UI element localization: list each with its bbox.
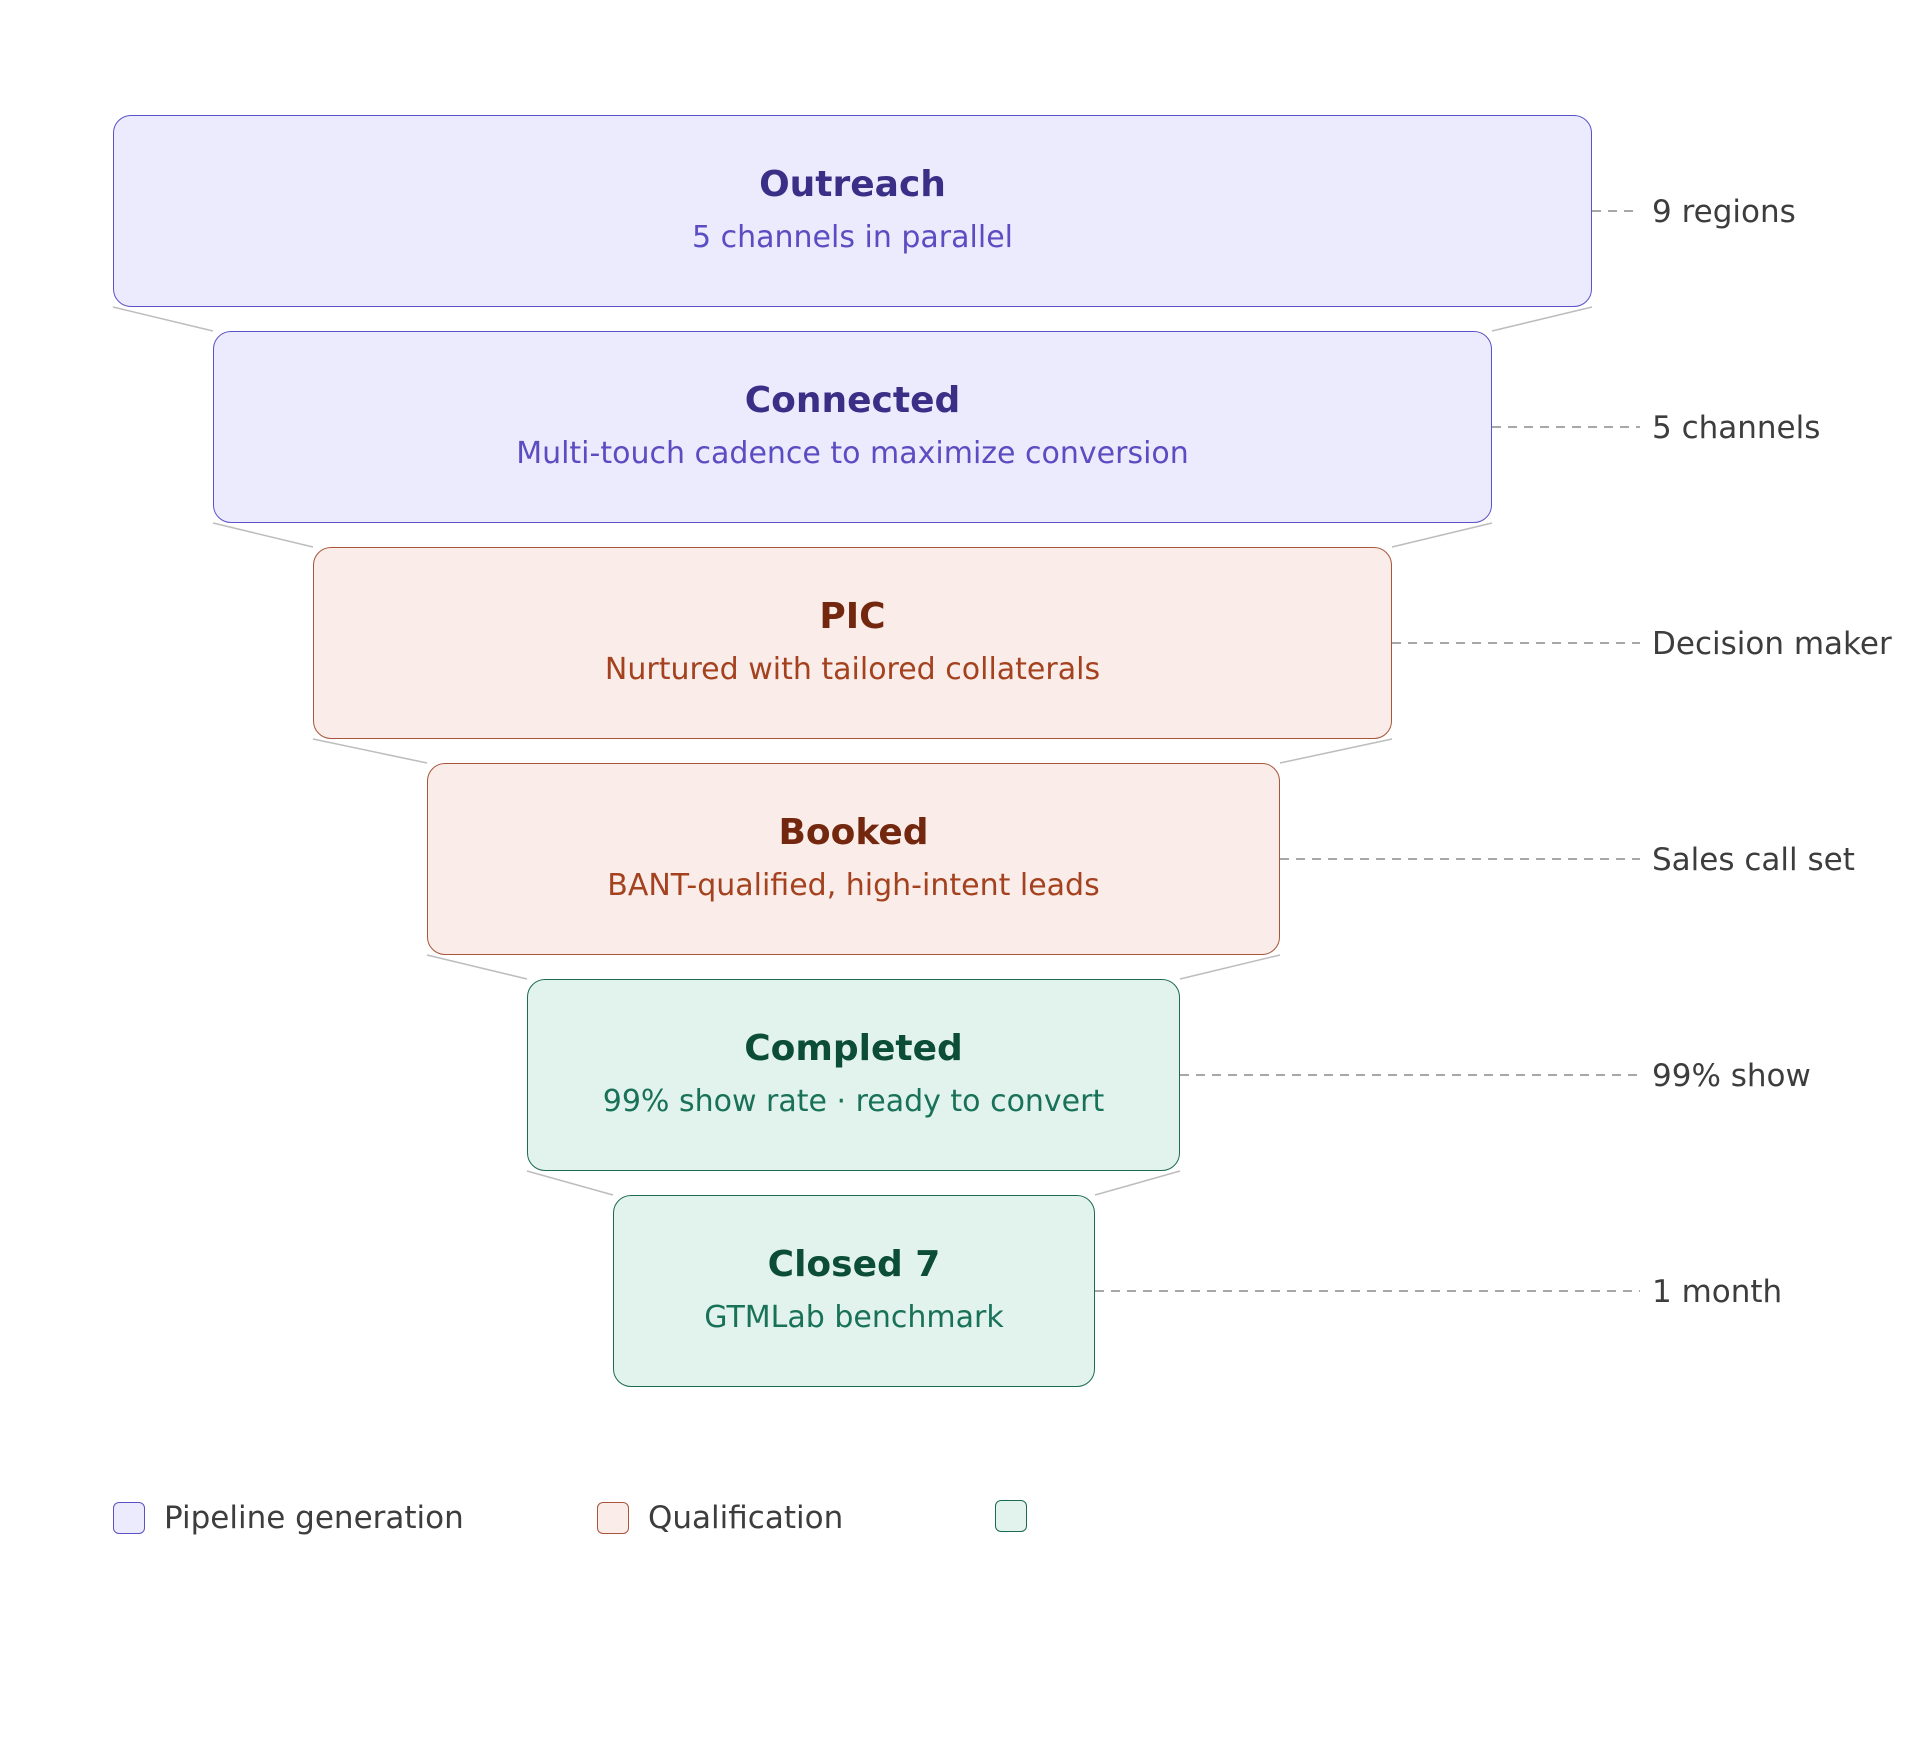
stage-closed: Closed 7 GTMLab benchmark — [613, 1195, 1095, 1387]
stage-title: Closed 7 — [767, 1244, 941, 1285]
legend-item-qualification: Qualification — [597, 1500, 843, 1536]
stage-completed: Completed 99% show rate · ready to conve… — [527, 979, 1180, 1171]
connector-left — [426, 954, 528, 980]
legend-item-close — [995, 1500, 1046, 1532]
legend-item-pipeline: Pipeline generation — [113, 1500, 464, 1536]
stage-title: Completed — [744, 1028, 963, 1069]
annotation-connected: 5 channels — [1652, 410, 1821, 446]
connector-left — [526, 1170, 614, 1196]
stage-title: PIC — [819, 596, 886, 637]
connector-left — [112, 306, 214, 332]
connector-left — [212, 522, 314, 548]
annotation-completed: 99% show — [1652, 1058, 1811, 1094]
legend-label: Qualification — [648, 1500, 844, 1536]
stage-subtitle: Multi-touch cadence to maximize conversi… — [516, 436, 1189, 471]
connector-right — [1491, 306, 1593, 332]
annotation-closed: 1 month — [1652, 1274, 1783, 1310]
connector-right — [1391, 522, 1493, 548]
stage-booked: Booked BANT-qualified, high-intent leads — [427, 763, 1280, 955]
annotation-outreach: 9 regions — [1652, 194, 1796, 230]
stage-title: Outreach — [759, 164, 946, 205]
stage-subtitle: 99% show rate · ready to convert — [602, 1084, 1105, 1119]
stage-subtitle: 5 channels in parallel — [692, 220, 1013, 255]
connector-left — [312, 738, 428, 764]
connector-right — [1179, 954, 1281, 980]
stage-subtitle: GTMLab benchmark — [704, 1300, 1004, 1335]
connector-right — [1279, 738, 1393, 764]
legend-swatch — [995, 1500, 1027, 1532]
stage-pic: PIC Nurtured with tailored collaterals — [313, 547, 1392, 739]
stage-title: Booked — [778, 812, 929, 853]
legend-swatch — [113, 1502, 145, 1534]
stage-outreach: Outreach 5 channels in parallel — [113, 115, 1592, 307]
stage-subtitle: Nurtured with tailored collaterals — [604, 652, 1101, 687]
legend-swatch — [597, 1502, 629, 1534]
annotation-pic: Decision maker — [1652, 626, 1892, 662]
annotation-booked: Sales call set — [1652, 842, 1855, 878]
legend-label: Pipeline generation — [164, 1500, 464, 1536]
stage-title: Connected — [744, 380, 961, 421]
stage-connected: Connected Multi-touch cadence to maximiz… — [213, 331, 1492, 523]
stage-subtitle: BANT-qualified, high-intent leads — [607, 868, 1100, 903]
connector-right — [1094, 1170, 1181, 1196]
